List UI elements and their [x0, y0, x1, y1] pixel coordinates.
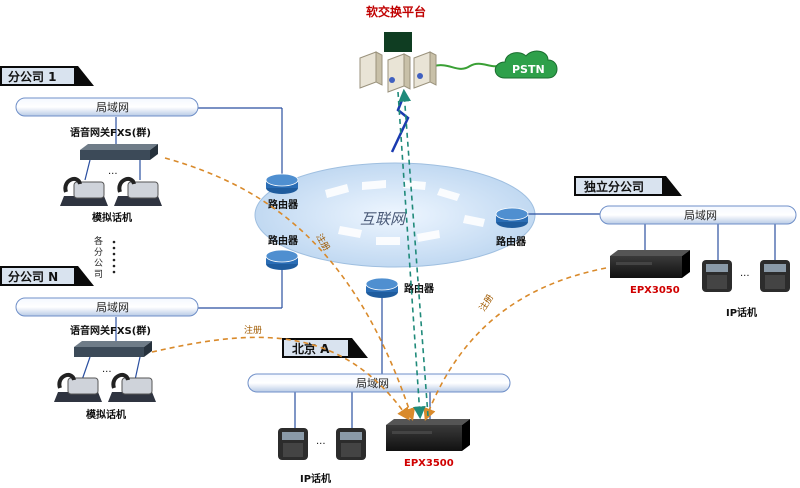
analog-phones-b1-label: 模拟话机 — [92, 211, 132, 224]
ip-phone-in-2 — [760, 260, 790, 292]
ellipsis-bj: ... — [316, 436, 326, 447]
ip-phone-bj-1 — [278, 428, 308, 460]
softswitch-arrows — [397, 88, 429, 420]
other-branches-c2: 分 — [94, 247, 103, 258]
tag-branch1-text: 分公司 1 — [8, 69, 57, 84]
other-branches-c4: 司 — [94, 269, 103, 280]
pstn-label: PSTN — [512, 63, 545, 76]
softswitch-title: 软交换平台 — [366, 4, 426, 19]
analog-phone-b1-1 — [60, 176, 108, 206]
epx3050-device — [610, 250, 690, 278]
lan-label-beijing: 局域网 — [356, 377, 389, 390]
analog-phones-bn-label: 模拟话机 — [86, 408, 126, 421]
softswitch-link — [390, 94, 410, 153]
gateway-branch1 — [80, 144, 158, 160]
analog-phone-bn-2 — [108, 372, 156, 402]
tag-branchN: 分公司 N — [0, 266, 94, 286]
lan-branch1: 局域网 — [15, 97, 199, 117]
other-branches-note: 各 分 公 司 — [94, 235, 116, 280]
router-left-top — [265, 173, 299, 194]
router-label-4: 路由器 — [496, 235, 527, 248]
router-label-3: 路由器 — [404, 282, 435, 295]
lan-beijing: 局域网 — [247, 373, 511, 393]
lan-label-indep: 局域网 — [684, 209, 717, 222]
ip-phones-bj-label: IP话机 — [300, 472, 331, 485]
register-label-3: 注册 — [476, 292, 496, 314]
gateway-branch1-label: 语音网关FXS(群) — [70, 126, 151, 139]
tag-branch1: 分公司 1 — [0, 66, 94, 86]
gateway-branchN-label: 语音网关FXS(群) — [70, 324, 151, 337]
tag-indep-text: 独立分公司 — [583, 179, 644, 194]
lan-indep: 局域网 — [599, 205, 797, 225]
softswitch-servers — [359, 32, 437, 93]
other-branches-c1: 各 — [94, 235, 103, 247]
ip-phones-in-label: IP话机 — [726, 306, 757, 319]
epx3500-label: EPX3500 — [404, 458, 454, 469]
ellipsis-bn: ... — [102, 364, 112, 375]
internet-label: 互联网 — [360, 210, 407, 228]
router-label-1: 路由器 — [268, 198, 299, 211]
tag-indep: 独立分公司 — [574, 176, 682, 196]
register-arrows — [151, 157, 607, 422]
internet-cloud: 互联网 — [254, 162, 536, 268]
router-label-2: 路由器 — [268, 234, 299, 247]
tag-beijing-text: 北京 A — [292, 341, 330, 356]
pstn-cloud: PSTN — [494, 50, 558, 79]
gateway-branchN — [74, 341, 152, 357]
lan-label-branchN: 局域网 — [96, 301, 129, 314]
router-center — [365, 277, 399, 298]
epx3050-label: EPX3050 — [630, 285, 680, 296]
other-branches-c3: 公 — [94, 258, 103, 269]
analog-phone-b1-2 — [114, 176, 162, 206]
links — [81, 107, 776, 430]
ellipsis-in: ... — [740, 268, 750, 279]
register-label-2: 注册 — [244, 324, 262, 336]
ip-phone-bj-2 — [336, 428, 366, 460]
router-right — [495, 207, 529, 228]
epx3500-device — [386, 419, 470, 451]
pstn-link — [433, 62, 499, 70]
lan-branchN: 局域网 — [15, 297, 199, 317]
analog-phone-bn-1 — [54, 372, 102, 402]
router-left-bottom — [265, 249, 299, 270]
lan-label-branch1: 局域网 — [96, 101, 129, 114]
ellipsis-b1: ... — [108, 166, 118, 177]
tag-branchN-text: 分公司 N — [8, 269, 58, 284]
ip-phone-in-1 — [702, 260, 732, 292]
